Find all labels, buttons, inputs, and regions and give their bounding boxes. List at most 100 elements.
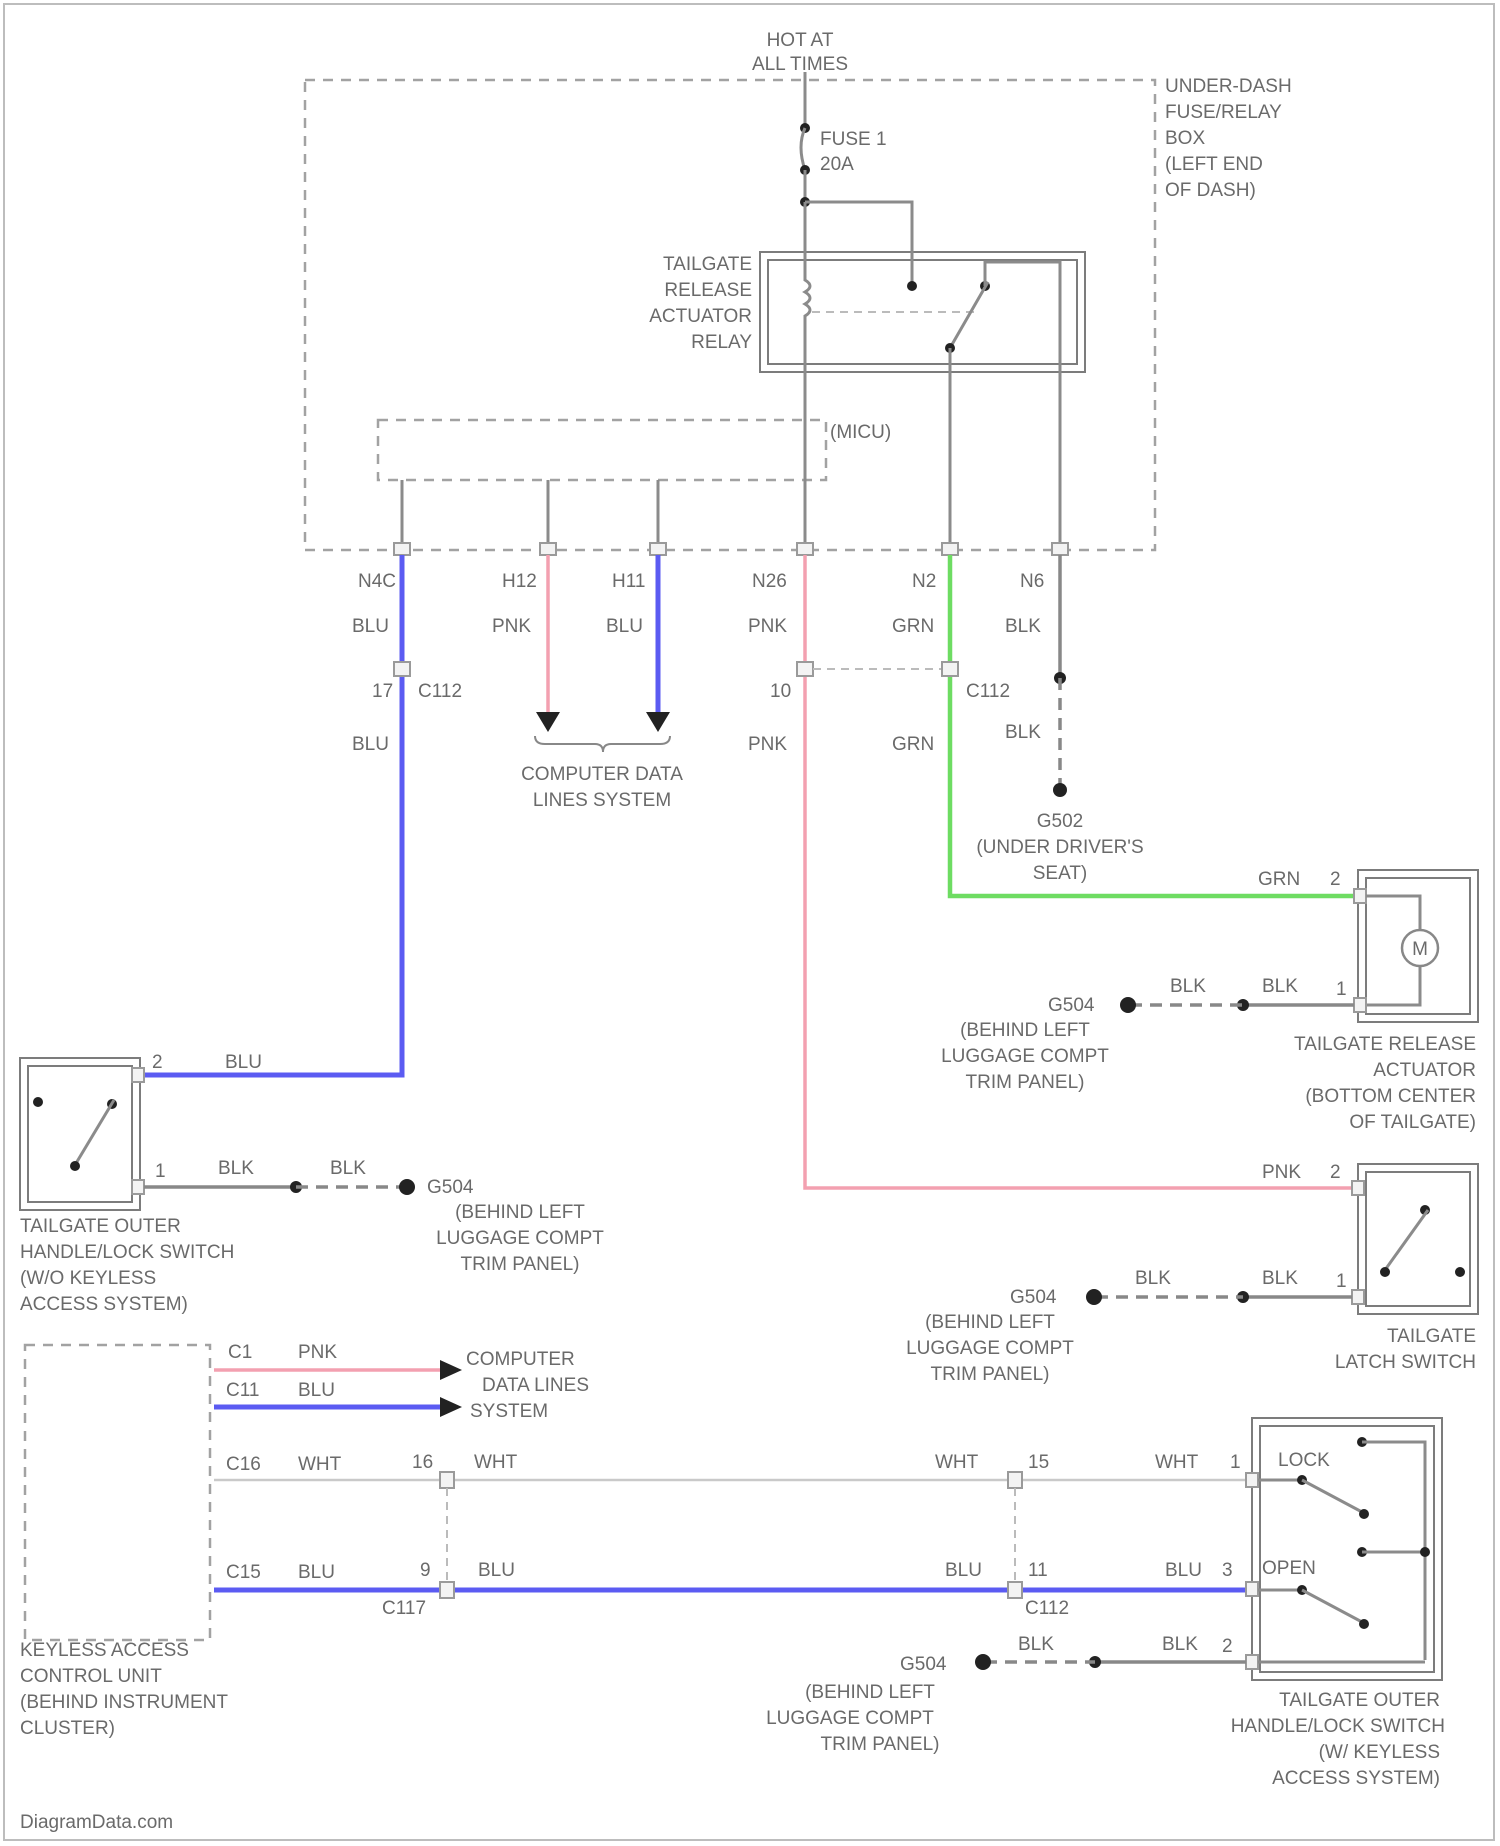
svg-text:TAILGATE: TAILGATE	[663, 254, 752, 275]
relay-coil	[805, 202, 810, 420]
outer-left-g504-loc-3: TRIM PANEL)	[461, 1254, 580, 1275]
latch-switch-box-inner	[1366, 1172, 1470, 1306]
keyless-data-lines-1: COMPUTER	[466, 1349, 575, 1370]
svg-text:ACTUATOR: ACTUATOR	[1373, 1060, 1476, 1081]
svg-text:N2: N2	[912, 571, 936, 592]
latch-blk-pin: 1	[1336, 1271, 1347, 1292]
outer-right-g504-loc-1: (BEHIND LEFT	[805, 1682, 935, 1703]
c117-connector-wht	[440, 1472, 454, 1488]
svg-text:H11: H11	[612, 571, 645, 592]
actuator-blk-pin: 1	[1336, 979, 1347, 1000]
keyless-unit-outline	[25, 1345, 210, 1640]
data-lines-top-label-2: LINES SYSTEM	[533, 790, 671, 811]
outer-right-pin2-conn	[1246, 1655, 1258, 1669]
outer-right-open-arm	[1302, 1590, 1362, 1622]
micu-outline	[378, 420, 826, 480]
motor-icon-letter: M	[1412, 939, 1428, 960]
latch-label-2: LATCH SWITCH	[1335, 1352, 1476, 1373]
svg-text:ACCESS SYSTEM): ACCESS SYSTEM)	[20, 1294, 188, 1315]
data-lines-brace	[535, 736, 670, 752]
svg-text:N6: N6	[1020, 571, 1044, 592]
svg-text:BOX: BOX	[1165, 128, 1205, 149]
svg-text:OF TAILGATE): OF TAILGATE)	[1349, 1112, 1476, 1133]
c112-c-wht-right: WHT	[1155, 1452, 1199, 1473]
svg-text:ACCESS SYSTEM): ACCESS SYSTEM)	[1272, 1768, 1440, 1789]
outer-right-blk-b: BLK	[1162, 1634, 1198, 1655]
latch-pin1-conn	[1352, 1290, 1364, 1304]
c112-c-blu-left: BLU	[945, 1560, 982, 1581]
outer-right-common-wire	[1362, 1442, 1425, 1660]
outer-left-g504-dot	[399, 1179, 415, 1195]
svg-text:HANDLE/LOCK SWITCH: HANDLE/LOCK SWITCH	[1231, 1716, 1445, 1737]
watermark: DiagramData.com	[20, 1812, 173, 1833]
outer-switch-left-label: TAILGATE OUTER HANDLE/LOCK SWITCH (W/O K…	[20, 1216, 234, 1315]
actuator-grn-label: GRN	[1258, 869, 1300, 890]
keyless-c11-color: BLU	[298, 1380, 335, 1401]
outer-right-g504-dot	[975, 1654, 991, 1670]
actuator-g504-loc-3: TRIM PANEL)	[966, 1072, 1085, 1093]
latch-contact-right	[1455, 1267, 1465, 1277]
svg-text:(LEFT END: (LEFT END	[1165, 154, 1263, 175]
hot-at-label: HOT AT	[767, 30, 834, 51]
outer-right-open-contact	[1359, 1619, 1369, 1629]
keyless-c16: C16	[226, 1454, 261, 1475]
latch-g504-loc-1: (BEHIND LEFT	[925, 1312, 1055, 1333]
g502-label: G502	[1037, 811, 1083, 832]
latch-label-1: TAILGATE	[1387, 1326, 1476, 1347]
svg-text:FUSE/RELAY: FUSE/RELAY	[1165, 102, 1282, 123]
svg-text:H12: H12	[502, 571, 537, 592]
c117-pin-wht: 16	[412, 1452, 433, 1473]
actuator-pin1-conn	[1354, 998, 1366, 1012]
latch-pnk-pin: 2	[1330, 1162, 1341, 1183]
c112-a-name: C112	[418, 681, 462, 702]
relay-label: TAILGATE RELEASE ACTUATOR RELAY	[649, 254, 752, 353]
outer-left-blk-a: BLK	[218, 1158, 254, 1179]
latch-g504-loc-2: LUGGAGE COMPT	[906, 1338, 1074, 1359]
outer-switch-right-label: TAILGATE OUTER HANDLE/LOCK SWITCH (W/ KE…	[1231, 1690, 1445, 1789]
latch-blk-b: BLK	[1262, 1268, 1298, 1289]
blk-drop-color: BLK	[1005, 722, 1041, 743]
data-lines-top-label-1: COMPUTER DATA	[521, 764, 683, 785]
terminal-wire-colors: BLU PNK BLU PNK GRN BLK	[352, 616, 1041, 637]
g502-dot	[1053, 783, 1067, 797]
fuse-name-label: FUSE 1	[820, 129, 887, 150]
c117-connector-blu	[440, 1582, 454, 1598]
outer-right-pin1-conn	[1246, 1473, 1258, 1487]
keyless-data-lines-3: SYSTEM	[470, 1401, 548, 1422]
latch-pnk-label: PNK	[1262, 1162, 1301, 1183]
latch-pin2-conn	[1352, 1181, 1364, 1195]
outer-right-pin-lock: 1	[1230, 1452, 1241, 1473]
keyless-c1: C1	[228, 1342, 252, 1363]
outer-switch-left-box	[20, 1058, 140, 1210]
actuator-blk-b: BLK	[1262, 976, 1298, 997]
svg-text:CONTROL UNIT: CONTROL UNIT	[20, 1666, 162, 1687]
c112-b-grn-below: GRN	[892, 734, 934, 755]
relay-switch-arm	[950, 282, 988, 348]
svg-text:PNK: PNK	[748, 616, 787, 637]
outer-switch-left-box-inner	[28, 1066, 132, 1202]
c112-b-pnk-below: PNK	[748, 734, 787, 755]
outer-right-common-right-dot	[1420, 1547, 1430, 1557]
c112-c-blu-right: BLU	[1165, 1560, 1202, 1581]
c112-b-name: C112	[966, 681, 1010, 702]
svg-text:N4C: N4C	[358, 571, 396, 592]
latch-g504-loc-3: TRIM PANEL)	[931, 1364, 1050, 1385]
outer-right-g504-label: G504	[900, 1654, 947, 1675]
svg-text:N26: N26	[752, 571, 787, 592]
svg-text:CLUSTER): CLUSTER)	[20, 1718, 115, 1739]
outer-left-pin2-conn	[132, 1068, 144, 1082]
svg-text:RELAY: RELAY	[691, 332, 752, 353]
outer-right-lock: LOCK	[1278, 1450, 1330, 1471]
g502-loc-1: (UNDER DRIVER'S	[976, 837, 1143, 858]
latch-g504-label: G504	[1010, 1287, 1057, 1308]
keyless-c15: C15	[226, 1562, 261, 1583]
arrow-c1	[440, 1360, 462, 1380]
c112-c-pin-wht: 15	[1028, 1452, 1049, 1473]
c112-b-connector-pnk	[797, 662, 813, 676]
keyless-data-lines-2: DATA LINES	[482, 1375, 589, 1396]
latch-g504-dot	[1086, 1289, 1102, 1305]
svg-text:OF DASH): OF DASH)	[1165, 180, 1256, 201]
svg-text:(BEHIND INSTRUMENT: (BEHIND INSTRUMENT	[20, 1692, 228, 1713]
c112-c-pin-blu: 11	[1028, 1560, 1048, 1581]
c112-c-connector-blu	[1008, 1582, 1022, 1598]
